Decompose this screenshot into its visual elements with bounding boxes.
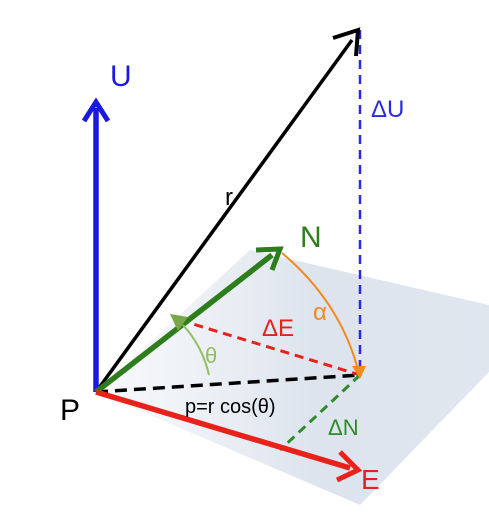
delta-e-line bbox=[179, 318, 361, 377]
label-theta: θ bbox=[205, 343, 217, 368]
n-axis bbox=[94, 252, 274, 395]
label-p-formula: p=r cos(θ) bbox=[185, 396, 276, 418]
label-u: U bbox=[110, 60, 132, 93]
label-alpha: α bbox=[313, 299, 327, 326]
label-delta-n: ΔN bbox=[328, 415, 359, 440]
alpha-arc bbox=[281, 252, 358, 367]
projection-line-p bbox=[95, 373, 361, 394]
r-vector bbox=[94, 38, 354, 394]
theta-arc bbox=[182, 324, 210, 376]
label-p: P bbox=[60, 394, 80, 427]
alpha-arc-arrowhead bbox=[352, 366, 366, 379]
label-delta-u: ΔU bbox=[371, 96, 404, 123]
u-axis-arrowhead bbox=[81, 97, 111, 123]
label-delta-e: ΔE bbox=[262, 315, 294, 342]
horizontal-plane bbox=[96, 250, 489, 505]
e-axis-arrowhead bbox=[335, 450, 363, 483]
theta-arc-arrowhead bbox=[170, 314, 188, 331]
e-axis bbox=[95, 389, 351, 471]
label-n: N bbox=[300, 221, 322, 254]
delta-n-line bbox=[278, 373, 362, 452]
label-r: r bbox=[225, 184, 233, 211]
label-e: E bbox=[361, 464, 380, 495]
r-vector-arrowhead bbox=[332, 27, 361, 57]
n-axis-arrowhead bbox=[255, 246, 284, 271]
